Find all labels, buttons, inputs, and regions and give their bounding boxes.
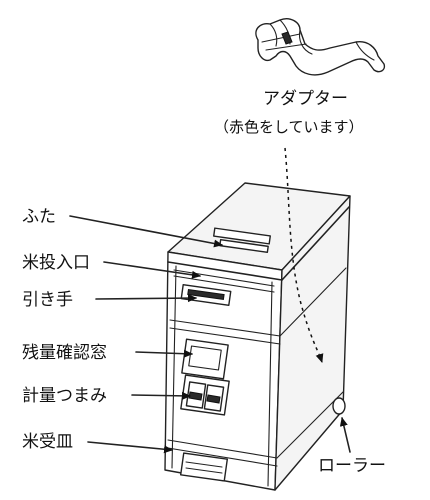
- adapter-color-note: （赤色をしています）: [214, 118, 364, 136]
- level-window-leader: [135, 349, 193, 358]
- level-check-window: [181, 338, 229, 380]
- level-window-label: 残量確認窓: [22, 343, 107, 363]
- rice-inlet-leader: [103, 261, 201, 279]
- measuring-knob[interactable]: [180, 374, 230, 416]
- rice-inlet: [173, 269, 275, 293]
- measure-knob-leader: [131, 391, 191, 400]
- adapter-label: アダプター: [263, 89, 348, 109]
- adapter-part: [255, 18, 386, 76]
- pull-handle-leader: [95, 294, 197, 303]
- lid-leader: [69, 215, 223, 248]
- rice-inlet-label: 米投入口: [22, 253, 90, 273]
- rice-tray[interactable]: [179, 452, 229, 482]
- rice-tray-label: 米受皿: [22, 432, 73, 452]
- lid-label: ふた: [22, 207, 56, 227]
- pull-handle-label: 引き手: [22, 290, 73, 310]
- rice-dispenser-body: [164, 182, 351, 491]
- roller-label: ローラー: [318, 456, 386, 476]
- measure-knob-label: 計量つまみ: [22, 386, 107, 406]
- adapter-placement-arrow: [284, 147, 324, 363]
- roller-leader: [339, 417, 351, 453]
- roller-wheel: [332, 397, 346, 415]
- rice-tray-leader: [87, 441, 173, 454]
